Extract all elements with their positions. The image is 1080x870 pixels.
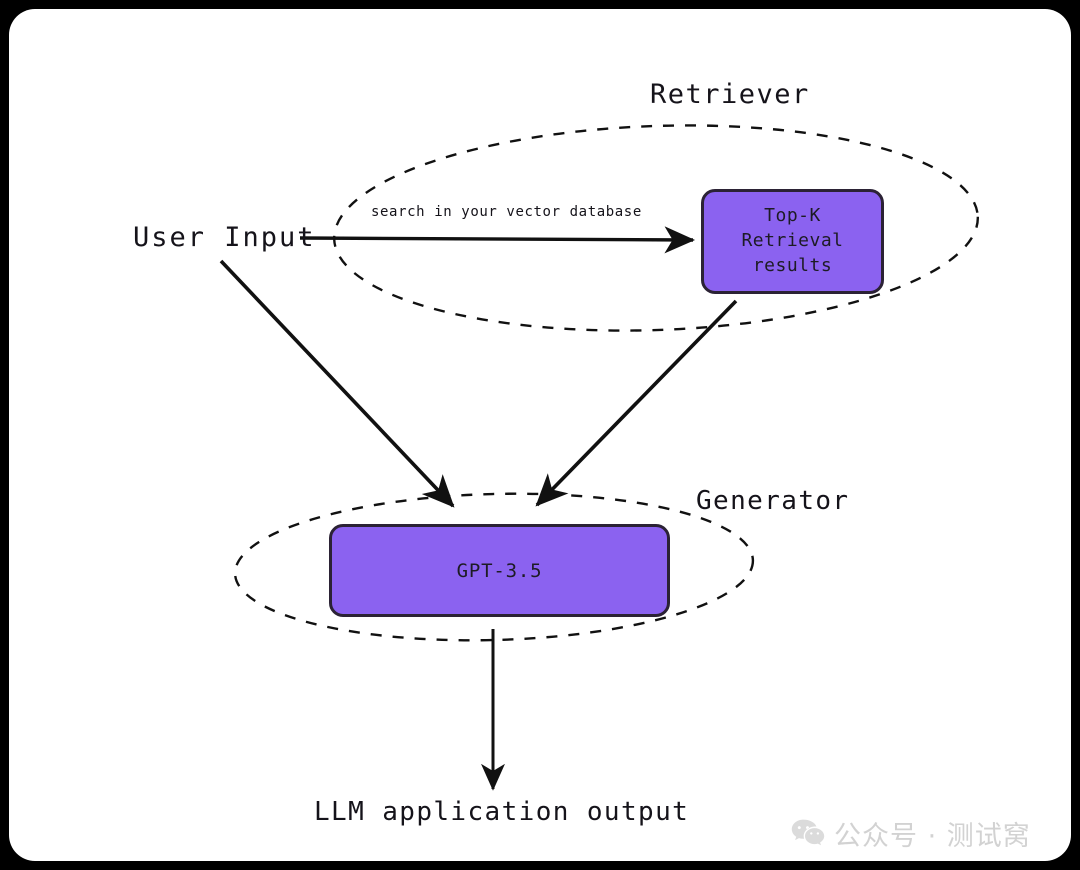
user-input-label: User Input bbox=[133, 222, 316, 253]
node-topk-retrieval-results[interactable]: Top-K Retrieval results bbox=[701, 189, 884, 294]
edge-topk-to-generator bbox=[535, 299, 738, 507]
generator-group-label: Generator bbox=[696, 486, 850, 516]
node-topk-line-2: Retrieval bbox=[741, 230, 844, 252]
llm-application-output-label: LLM application output bbox=[314, 797, 690, 827]
retriever-group-label: Retriever bbox=[650, 79, 810, 110]
node-gpt-label: GPT-3.5 bbox=[456, 559, 543, 582]
node-topk-line-1: Top-K bbox=[764, 205, 821, 227]
diagram-canvas bbox=[219, 124, 980, 791]
node-topk-line-3: results bbox=[752, 254, 833, 276]
generator-group-ellipse bbox=[233, 492, 755, 642]
node-gpt-3-5[interactable]: GPT-3.5 bbox=[329, 524, 670, 617]
edge-user-input-to-topk bbox=[299, 226, 696, 254]
watermark-text: 公众号 · 测试窝 bbox=[834, 821, 1031, 852]
wechat-icon bbox=[791, 819, 825, 846]
node-topk-text: Top-K Retrieval results bbox=[741, 204, 843, 278]
edge-label-search-vector-database: search in your vector database bbox=[371, 204, 642, 220]
watermark: 公众号 · 测试窝 bbox=[791, 814, 1031, 853]
diagram-card: Retriever Generator User Input search in… bbox=[9, 9, 1071, 861]
edge-user-input-to-generator bbox=[219, 259, 455, 508]
